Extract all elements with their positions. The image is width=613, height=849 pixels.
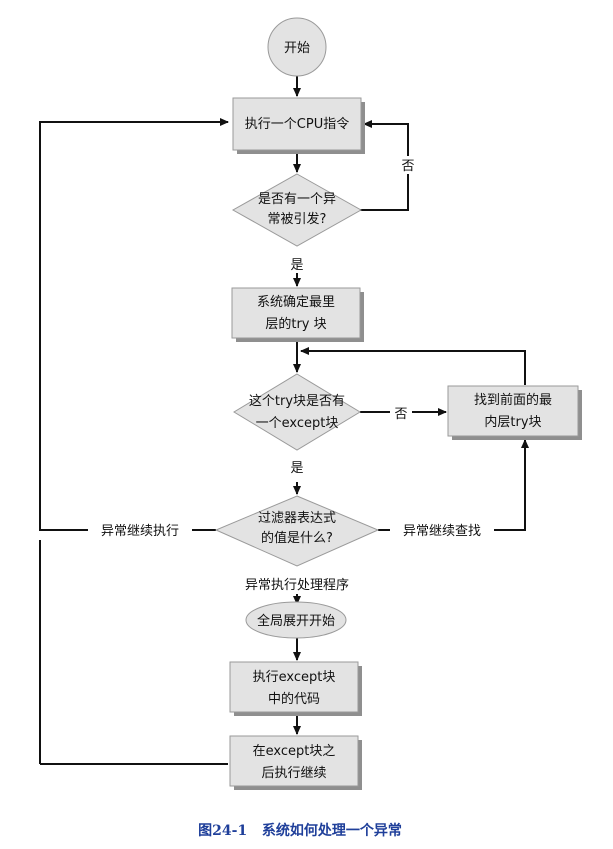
node-start: 开始 [267, 17, 327, 77]
execute-except-line-1: 执行except块 [253, 670, 336, 685]
edge-labels: 否 是 否 是 异常继续执行 异常继续查找 异常执行处理程序 [88, 156, 494, 594]
edge-previous-loop-back [300, 347, 526, 385]
execute-cpu-label: 执行一个CPU指令 [245, 117, 349, 132]
node-filter-value: 过滤器表达式 的值是什么? [214, 495, 380, 567]
filter-line-1: 过滤器表达式 [258, 511, 336, 526]
label-no-except-block: 否 [394, 407, 407, 422]
find-previous-line-1: 找到前面的最 [474, 392, 552, 408]
continue-after-line-2: 后执行继续 [261, 766, 326, 781]
label-execute-handler: 异常执行处理程序 [245, 578, 349, 593]
node-find-previous-try: 找到前面的最 内层try块 [447, 385, 582, 440]
find-innermost-line-1: 系统确定最里 [257, 295, 335, 310]
global-unwind-label: 全局展开开始 [257, 613, 335, 629]
has-except-line-1: 这个try块是否有 [249, 393, 345, 409]
continue-after-line-1: 在except块之 [253, 744, 336, 759]
find-previous-line-2: 内层try块 [484, 414, 541, 430]
execute-except-line-2: 中的代码 [268, 691, 320, 707]
node-execute-except: 执行except块 中的代码 [229, 661, 362, 716]
filter-line-2: 的值是什么? [261, 530, 333, 546]
figure-caption: 图24-1 系统如何处理一个异常 [198, 822, 402, 839]
start-label: 开始 [284, 41, 310, 56]
node-has-except-block: 这个try块是否有 一个except块 [233, 373, 361, 451]
node-find-innermost-try: 系统确定最里 层的try 块 [231, 287, 364, 342]
label-yes-exception: 是 [290, 258, 303, 273]
node-exception-raised: 是否有一个异 常被引发? [231, 173, 363, 247]
label-yes-except-block: 是 [290, 461, 303, 476]
exception-raised-line-2: 常被引发? [268, 211, 327, 227]
edge-continue-search [378, 439, 529, 531]
node-global-unwind: 全局展开开始 [245, 601, 347, 639]
find-innermost-line-2: 层的try 块 [265, 316, 326, 332]
label-continue-search: 异常继续查找 [403, 524, 481, 539]
exception-raised-line-1: 是否有一个异 [258, 192, 336, 207]
has-except-line-2: 一个except块 [256, 416, 339, 431]
label-continue-execution: 异常继续执行 [101, 524, 179, 539]
label-no-exception: 否 [401, 159, 414, 174]
node-continue-after-except: 在except块之 后执行继续 [229, 735, 362, 790]
node-execute-cpu: 执行一个CPU指令 [232, 97, 365, 154]
edge-continue-execution [39, 118, 229, 531]
